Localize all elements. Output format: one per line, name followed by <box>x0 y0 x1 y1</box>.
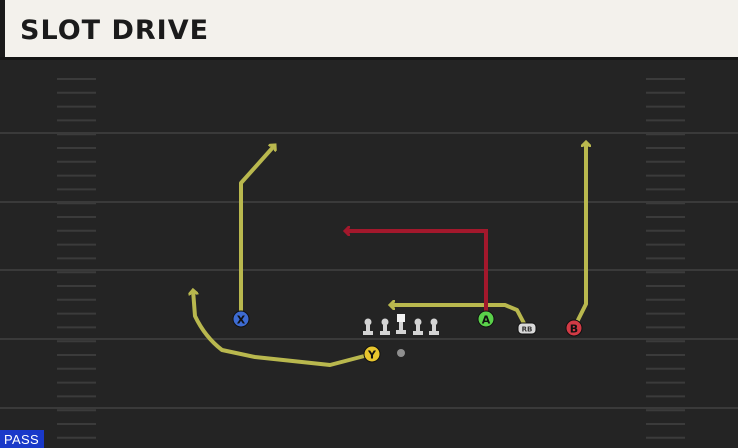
route-b <box>572 142 586 329</box>
hash-marks-left <box>57 78 96 439</box>
play-diagram: X Y A B RB <box>0 78 738 439</box>
center <box>396 314 406 334</box>
player-a[interactable]: A <box>477 310 495 328</box>
lineman <box>380 318 390 335</box>
lineman <box>413 318 423 335</box>
routes <box>193 142 586 367</box>
play-title: SLOT DRIVE <box>20 15 210 46</box>
player-x-label: X <box>237 314 246 327</box>
player-a-label: A <box>482 314 491 327</box>
hash-marks-right <box>646 78 685 439</box>
route-y <box>193 290 373 367</box>
route-rb <box>390 305 529 330</box>
player-rb-label: RB <box>522 326 533 334</box>
player-y-label: Y <box>367 349 377 362</box>
lineman <box>363 318 373 335</box>
player-x[interactable]: X <box>232 310 250 328</box>
offensive-line <box>363 314 439 335</box>
quarterback <box>397 349 405 357</box>
route-a <box>345 231 488 319</box>
yard-lines <box>0 132 738 409</box>
play-header: SLOT DRIVE <box>0 0 738 60</box>
player-rb[interactable]: RB <box>517 322 537 335</box>
player-b-label: B <box>570 323 578 336</box>
player-b[interactable]: B <box>565 319 583 337</box>
play-field: X Y A B RB PASS <box>0 60 738 448</box>
player-y[interactable]: Y <box>363 345 381 363</box>
play-type-badge: PASS <box>0 430 44 448</box>
route-x <box>239 145 275 319</box>
lineman <box>429 318 439 335</box>
